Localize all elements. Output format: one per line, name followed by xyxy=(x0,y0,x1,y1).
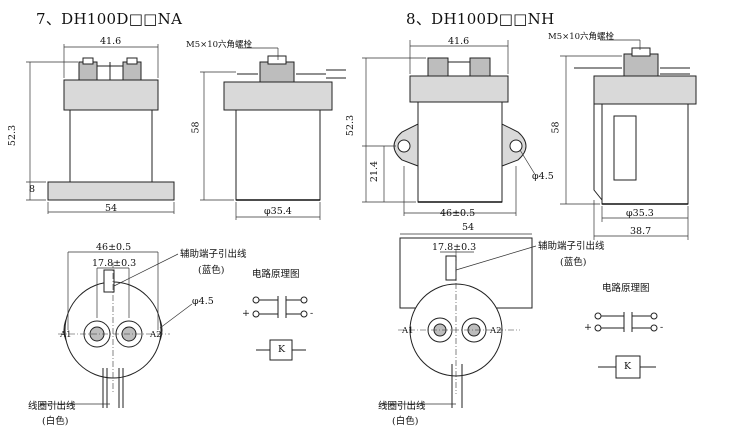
dim-terminal-span-nh: 17.8±0.3 xyxy=(432,242,477,253)
front-view-nh xyxy=(362,40,537,216)
dim-height-na: 52.3 xyxy=(7,124,19,147)
title-na: 7、DH100D□□NA xyxy=(36,10,183,28)
bolt-callout-na: M5×10六角螺栓 xyxy=(186,40,253,50)
minus-sign-na: - xyxy=(310,308,314,319)
plus-sign-nh: + xyxy=(584,322,592,333)
dim-hole-span-na: 46±0.5 xyxy=(96,242,132,253)
coil-lead-label-na: 线圈引出线 xyxy=(28,401,76,412)
terminal-a1-nh: A1 xyxy=(402,326,414,336)
dim-height-nh: 52.3 xyxy=(345,114,357,137)
dim-base-width-na: 54 xyxy=(105,203,118,214)
terminal-a2-nh: A2 xyxy=(490,326,502,336)
circuit-diagram-na xyxy=(252,296,308,361)
dim-flange-width-nh: 46±0.5 xyxy=(440,208,476,219)
dim-58-na: 58 xyxy=(190,121,202,134)
coil-color-label-nh: (白色) xyxy=(392,416,419,427)
title-nh: 8、DH100D□□NH xyxy=(406,10,555,28)
side-view-na xyxy=(200,47,346,220)
minus-sign-nh: - xyxy=(660,322,664,333)
plus-sign-na: + xyxy=(242,308,250,319)
front-view-na xyxy=(26,44,175,214)
dim-mount-height-nh: 21.4 xyxy=(369,160,381,183)
coil-k-nh: K xyxy=(624,361,632,372)
aux-color-label-nh: (蓝色) xyxy=(560,257,587,268)
aux-lead-label-nh: 辅助端子引出线 xyxy=(538,241,605,252)
aux-color-label-na: (蓝色) xyxy=(198,265,225,276)
aux-lead-label-na: 辅助端子引出线 xyxy=(180,249,247,260)
circuit-title-nh: 电路原理图 xyxy=(602,283,650,294)
side-view-nh xyxy=(560,39,697,240)
dim-width-top-nh: 41.6 xyxy=(448,36,470,47)
circuit-diagram-nh xyxy=(594,312,658,379)
dim-base-height-na: 8 xyxy=(29,184,36,195)
terminal-a1-na: A1 xyxy=(60,330,72,340)
dim-width-top-na: 41.6 xyxy=(100,36,122,47)
dim-hole-dia-bottom-na: φ4.5 xyxy=(192,296,214,307)
coil-lead-label-nh: 线圈引出线 xyxy=(378,401,426,412)
bottom-view-na xyxy=(40,251,193,408)
dim-diameter-na: φ35.4 xyxy=(264,206,292,217)
dim-58-nh: 58 xyxy=(550,121,562,134)
circuit-title-na: 电路原理图 xyxy=(252,269,300,280)
bolt-callout-nh: M5×10六角螺栓 xyxy=(548,32,615,42)
dim-hole-dia-nh: φ4.5 xyxy=(532,171,554,182)
terminal-a2-na: A2 xyxy=(150,330,162,340)
coil-color-label-na: (白色) xyxy=(42,416,69,427)
dim-terminal-span-na: 17.8±0.3 xyxy=(92,258,137,269)
coil-k-na: K xyxy=(278,344,286,355)
dim-side-width-nh: 38.7 xyxy=(630,226,652,237)
dim-bottom-width-nh: 54 xyxy=(462,222,475,233)
bottom-view-nh xyxy=(380,233,537,408)
dim-diameter-nh: φ35.3 xyxy=(626,208,654,219)
